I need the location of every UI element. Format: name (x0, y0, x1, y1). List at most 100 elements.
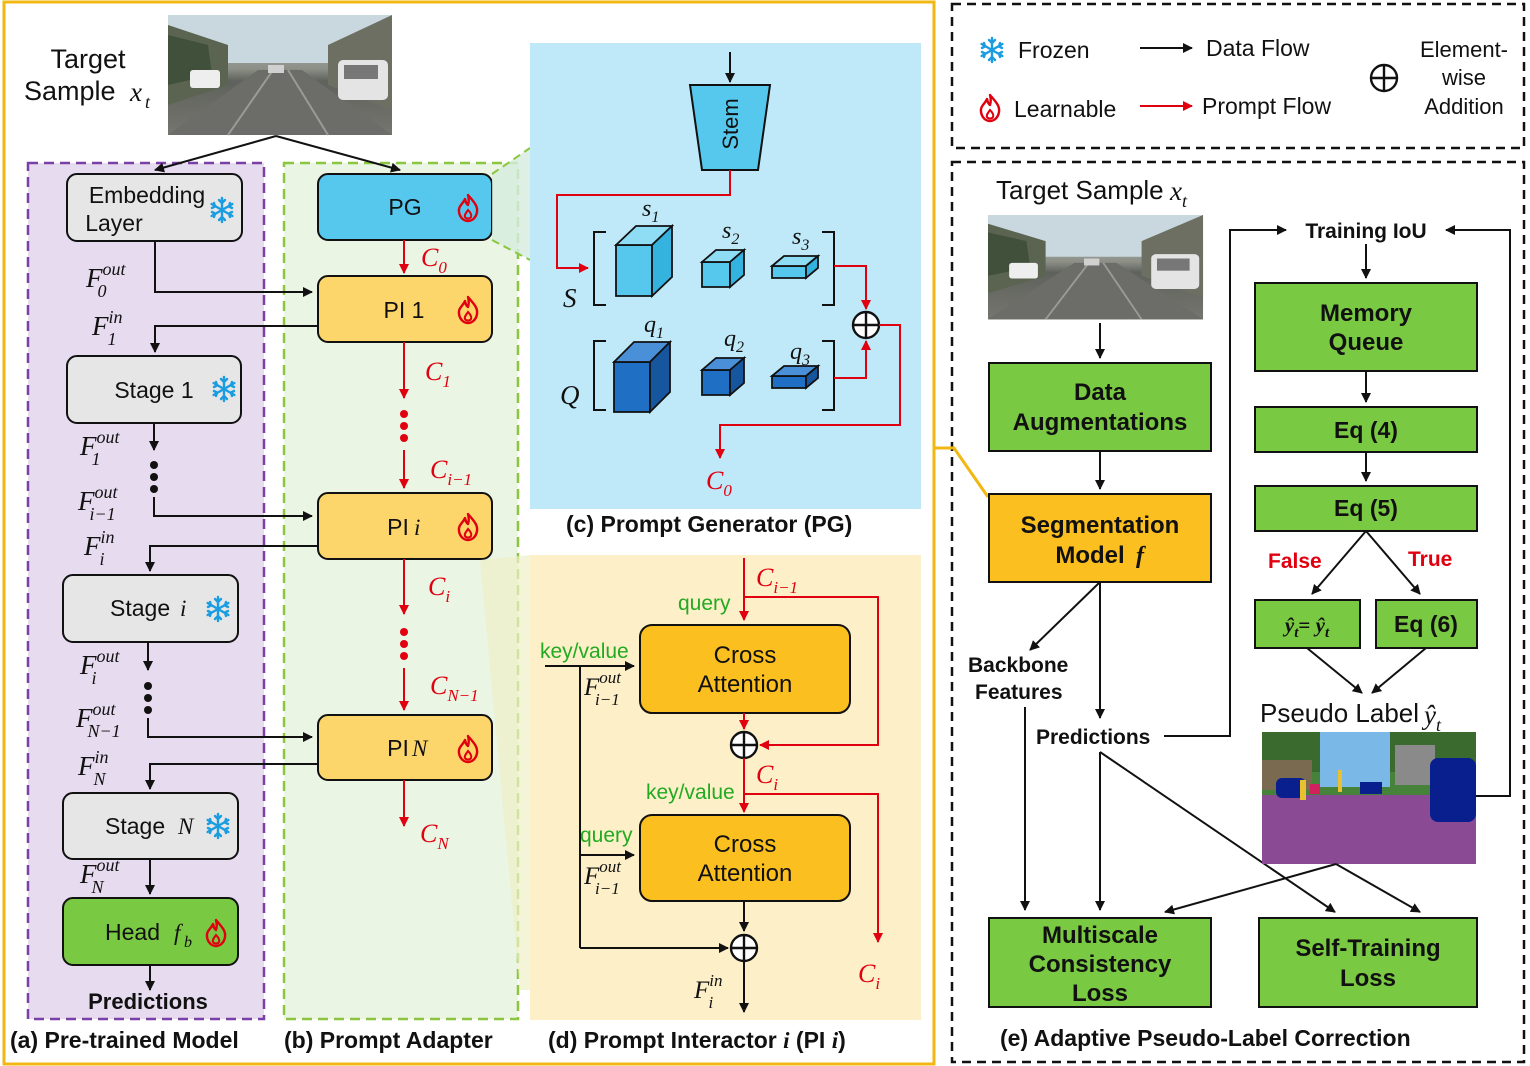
memory-queue-2: Queue (1329, 329, 1404, 356)
training-iou: Training IoU (1305, 220, 1426, 243)
caption-c: (c) Prompt Generator (PG) (566, 511, 852, 537)
selftrain-1: Self-Training (1295, 935, 1440, 962)
prompt-dots-2 (400, 628, 408, 660)
head-var: f (174, 920, 184, 945)
self-training-loss-box (1258, 917, 1478, 1008)
legend-frame (950, 2, 1526, 150)
pi1-label: PI 1 (384, 297, 425, 323)
legend: Frozen Learnable Data Flow Prompt Flow E… (979, 35, 1508, 123)
s1-cube (613, 223, 675, 299)
data-dots-2 (144, 682, 152, 714)
seg-model-1: Segmentation (1021, 512, 1180, 539)
key-value-label-1: key/value (540, 640, 629, 663)
pseudo-unchanged-box (1254, 599, 1361, 649)
target-sample-label-2: Sample (24, 76, 116, 106)
pin-label: PI (387, 735, 409, 761)
query-label-1: query (678, 592, 731, 615)
pii-var: i (414, 515, 420, 540)
target-sample-label-1: Target (50, 44, 126, 74)
predictions-left: Predictions (88, 989, 208, 1014)
query-label-2: query (580, 824, 633, 847)
selftrain-2: Loss (1340, 965, 1396, 992)
multiscale-loss-box (988, 917, 1212, 1008)
multiscale-2: Consistency (1029, 951, 1172, 978)
segmentation-model-box (988, 493, 1212, 583)
circled-plus-icon (851, 310, 881, 340)
pii-label: PI (387, 514, 409, 540)
circled-plus-icon (1369, 63, 1399, 93)
right-target-sample: Target Sample (996, 175, 1164, 205)
caption-b: (b) Prompt Adapter (284, 1027, 493, 1053)
data-aug-1: Data (1074, 379, 1127, 406)
data-augmentations-box (988, 362, 1212, 452)
data-aug-2: Augmentations (1013, 409, 1188, 436)
pseudo-label-text: Pseudo Label (1260, 698, 1419, 728)
data-dots-1 (150, 461, 158, 493)
cross-attention-2 (639, 814, 851, 902)
right-frame (950, 160, 1526, 1064)
circled-plus-icon (729, 933, 759, 963)
target-var-sub: t (145, 92, 151, 112)
target-var: x (129, 77, 142, 107)
eq4-box (1254, 406, 1478, 453)
flame-icon (979, 93, 1001, 123)
left-frame (2, 0, 936, 1066)
caption-d: (d) Prompt Interactor i (PI i) (548, 1027, 846, 1053)
legend-elementwise-2: wise (1441, 65, 1486, 90)
pi-zoom-wedge (480, 555, 530, 990)
stage-i-box (62, 574, 239, 643)
multiscale-1: Multiscale (1042, 922, 1158, 949)
legend-learnable: Learnable (1014, 96, 1116, 122)
stage-n-label: Stage (105, 813, 165, 839)
snowflake-icon (980, 36, 1004, 64)
pin-var: N (411, 736, 429, 761)
multiscale-3: Loss (1072, 980, 1128, 1007)
legend-frozen: Frozen (1018, 37, 1090, 63)
stage-i-var: i (180, 596, 186, 621)
key-value-label-2: key/value (646, 781, 735, 804)
cross-attention-2-line-2: Attention (698, 860, 793, 887)
q3-cube (769, 364, 821, 390)
backbone-1: Backbone (968, 654, 1068, 677)
s3-cube (769, 254, 821, 280)
pg-zoom-wedge (492, 148, 530, 260)
ci-label: Ci (428, 572, 450, 606)
memory-queue-1: Memory (1320, 300, 1413, 327)
head-sub: b (184, 934, 192, 951)
legend-prompt-flow: Prompt Flow (1202, 93, 1331, 119)
target-sample-image (167, 14, 393, 136)
pseudo-label-image (1262, 732, 1476, 864)
eq6-label: Eq (6) (1394, 611, 1458, 637)
caption-e: (e) Adaptive Pseudo-Label Correction (1000, 1025, 1411, 1051)
cross-attention-1-line-1: Cross (714, 642, 777, 669)
embedding-label-1: Embedding (89, 182, 205, 208)
s2-cube (699, 248, 747, 289)
pg-label: PG (388, 194, 421, 220)
q1-cube (611, 339, 673, 415)
legend-elementwise-3: Addition (1424, 94, 1504, 119)
eq5-label: Eq (5) (1334, 495, 1398, 521)
pi-ci-out-label: Ci (858, 959, 880, 993)
pi-ci-label: Ci (756, 760, 778, 794)
predictions-right: Predictions (1036, 726, 1150, 749)
s-label: S (563, 283, 577, 313)
stem-label: Stem (718, 98, 743, 149)
stage-i-label: Stage (110, 595, 170, 621)
right-target-image (987, 214, 1205, 321)
pseudo-label-var: ŷt (1421, 700, 1442, 735)
caption-a: (a) Pre-trained Model (10, 1027, 239, 1053)
right-target-var: xt (1169, 176, 1188, 211)
seg-model-2: Model (1055, 542, 1124, 569)
stage-n-var: N (177, 814, 195, 839)
true-label: True (1408, 548, 1452, 571)
cn-label: CN (420, 819, 450, 853)
cross-attention-1-line-2: Attention (698, 671, 793, 698)
stage1-label: Stage 1 (114, 377, 193, 403)
pseudo-unchanged-label: ŷt= ŷt (1282, 613, 1330, 641)
memory-queue-box (1254, 282, 1478, 372)
q2-cube (699, 356, 747, 397)
embedding-label-2: Layer (85, 210, 143, 236)
